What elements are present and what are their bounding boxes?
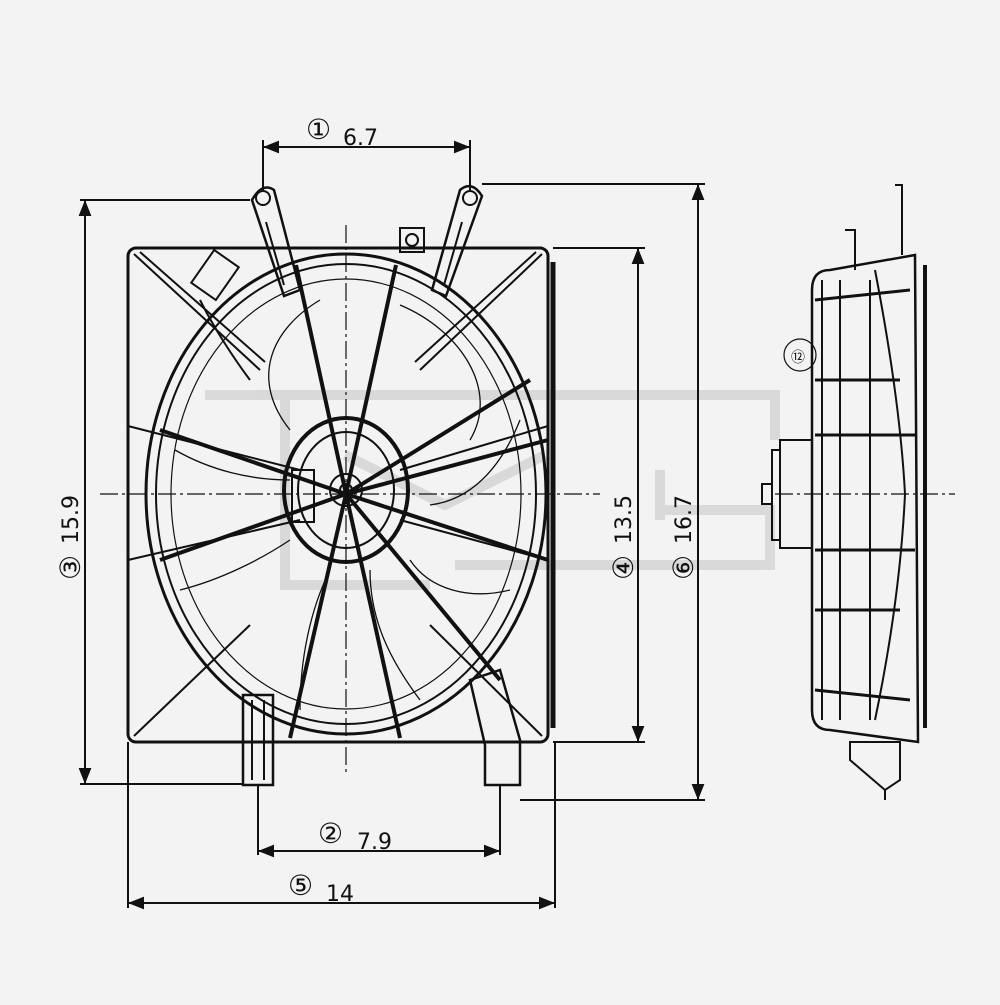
svg-text:14: 14 <box>326 882 354 907</box>
upper-mount-tab-left <box>250 186 302 298</box>
connector-tab <box>399 227 425 253</box>
side-view <box>761 184 955 800</box>
dimension-label-3: ③ 15.9 <box>54 495 87 580</box>
wire-connector <box>189 248 251 381</box>
svg-text:④: ④ <box>607 555 640 580</box>
dimension-lines <box>78 140 705 910</box>
svg-text:⑥: ⑥ <box>667 555 700 580</box>
lower-mount-tab-right <box>468 668 522 800</box>
svg-text:15.9: 15.9 <box>59 495 84 544</box>
svg-text:16.7: 16.7 <box>672 495 697 544</box>
dimension-label-6: ⑥ 16.7 <box>667 495 700 580</box>
upper-mount-tab-right <box>430 184 484 298</box>
dimension-label-5: ⑤ 14 <box>288 869 354 907</box>
dimension-label-1: ① 6.7 <box>306 113 378 151</box>
side-callout-label: ⑫ <box>791 350 805 366</box>
svg-text:13.5: 13.5 <box>612 495 637 544</box>
shroud-frame <box>126 246 550 744</box>
lower-mount-tab-left <box>241 693 275 800</box>
fan-spokes <box>159 264 549 739</box>
front-view <box>100 184 600 800</box>
side-callout-circle <box>783 338 817 372</box>
svg-text:⑤: ⑤ <box>288 869 313 902</box>
svg-text:②: ② <box>318 817 343 850</box>
dimension-label-4: ④ 13.5 <box>607 495 640 580</box>
fan-blades <box>174 299 521 711</box>
svg-text:6.7: 6.7 <box>343 126 378 151</box>
svg-text:①: ① <box>306 113 331 146</box>
dimension-label-2: ② 7.9 <box>318 817 392 855</box>
svg-text:③: ③ <box>54 555 87 580</box>
svg-text:7.9: 7.9 <box>357 830 392 855</box>
